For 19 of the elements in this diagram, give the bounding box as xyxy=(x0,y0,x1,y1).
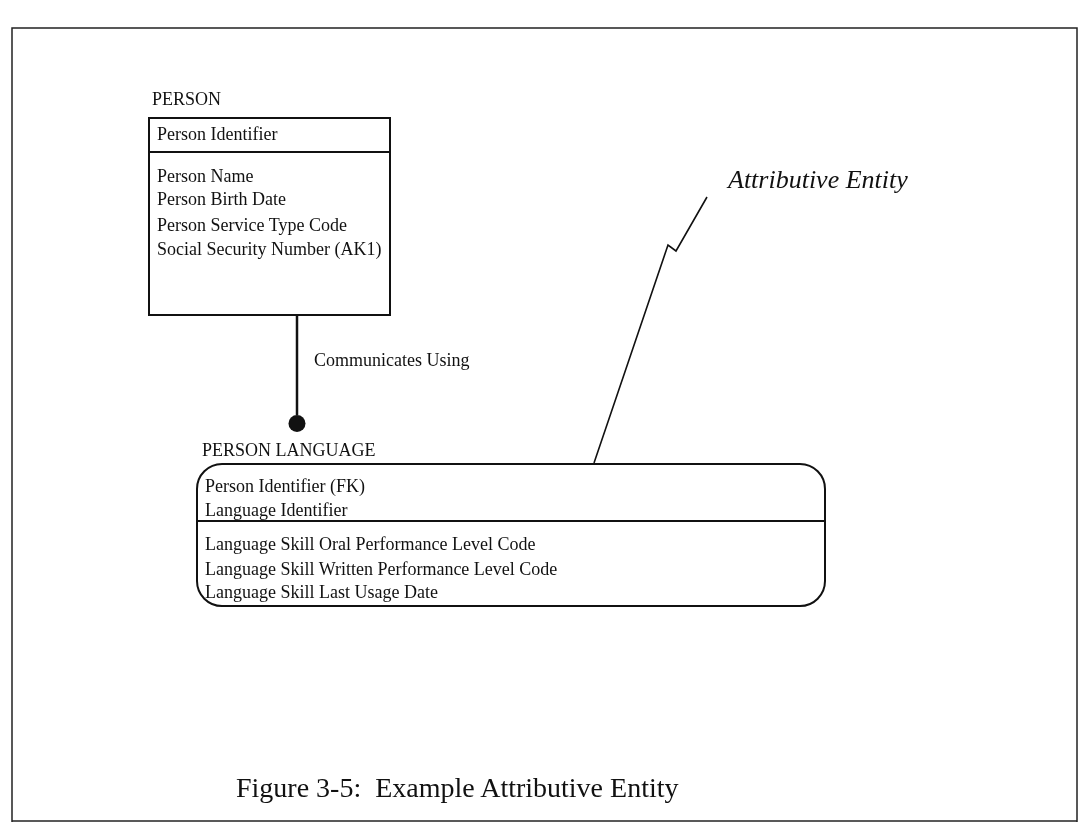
attribute: Person Name xyxy=(157,166,254,187)
key-attribute: Person Identifier xyxy=(157,124,278,145)
figure-caption: Figure 3-5: Example Attributive Entity xyxy=(236,772,679,804)
relationship-label: Communicates Using xyxy=(314,350,470,371)
leader-line xyxy=(593,196,708,464)
entity-name: PERSON LANGUAGE xyxy=(202,440,376,461)
attribute: Person Service Type Code xyxy=(157,215,347,236)
entity-box xyxy=(148,117,391,316)
key-attribute: Language Identifier xyxy=(205,500,348,521)
attribute: Language Skill Written Performance Level Code xyxy=(205,559,558,580)
attribute: Language Skill Oral Performance Level Code xyxy=(205,534,536,555)
entity-name: PERSON xyxy=(152,89,222,110)
key-attribute: Person Identifier (FK) xyxy=(205,476,365,497)
attribute: Social Security Number (AK1) xyxy=(157,239,382,260)
annotation-text: Attributive Entity xyxy=(728,165,908,195)
relationship-line xyxy=(288,316,306,432)
attribute: Person Birth Date xyxy=(157,189,286,210)
attribute: Language Skill Last Usage Date xyxy=(205,582,438,603)
dependent-entity-box xyxy=(196,463,826,607)
